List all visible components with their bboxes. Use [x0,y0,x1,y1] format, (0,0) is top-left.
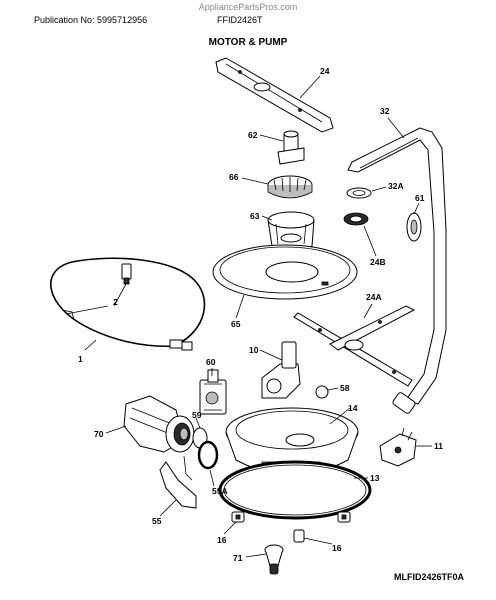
callout-24: 24 [320,66,330,76]
watermark-text: AppliancePartsPros.com [198,2,298,12]
callout-24a: 24A [366,292,382,302]
model-number: FFID2426T [217,15,263,25]
callout-24b: 24B [370,257,386,267]
callout-2: 2 [113,297,118,307]
callout-60: 60 [206,357,216,367]
part-70-wash-motor[interactable] [123,395,195,453]
callout-70: 70 [94,429,104,439]
part-60-diverter-motor[interactable] [199,369,227,415]
callout-71: 71 [233,553,243,563]
part-1-wire-harness[interactable] [49,257,206,351]
part-24b-nut[interactable] [343,212,369,226]
part-13-gasket[interactable] [218,460,372,520]
callout-59: 59 [192,410,202,420]
part-58-ball[interactable] [315,385,329,399]
callout-59a: 59A [212,486,228,496]
part-10-diverter[interactable] [261,341,301,399]
part-16-clip-left[interactable] [231,511,245,523]
callout-58: 58 [340,383,350,393]
part-24a-lower-spray-arm[interactable] [293,305,416,387]
callout-61: 61 [415,193,425,203]
callout-65: 65 [231,319,241,329]
part-55-motor-bracket[interactable] [159,455,197,509]
callout-10: 10 [249,345,259,355]
callout-16-right: 16 [332,543,342,553]
part-59a-o-ring[interactable] [197,440,219,470]
part-63-filter-housing[interactable] [267,211,315,252]
callout-14: 14 [348,403,358,413]
diagram-code: MLFID2426TF0A [394,572,465,582]
callout-63: 63 [250,211,260,221]
callout-32: 32 [380,106,390,116]
callout-66: 66 [229,172,239,182]
part-11-sensor[interactable] [379,427,417,467]
callout-32a: 32A [388,181,404,191]
callout-1: 1 [78,354,83,364]
part-65-filter-plate[interactable] [212,244,358,300]
part-32-supply-tube[interactable] [347,127,447,414]
part-62-nozzle[interactable] [277,130,305,165]
part-24-upper-spray-arm[interactable] [215,57,334,133]
callout-11: 11 [434,441,443,451]
callout-62: 62 [248,130,258,140]
part-66-filter-cap[interactable] [267,175,313,199]
callout-16-left: 16 [217,535,227,545]
part-61-bearing[interactable] [406,212,422,242]
callout-55: 55 [152,516,162,526]
callout-13: 13 [370,473,380,483]
part-71-drain-valve[interactable] [264,544,284,575]
part-16-clip-right[interactable] [337,511,351,523]
part-32a-seal[interactable] [346,187,372,199]
publication-number: Publication No: 5995712956 [34,15,148,25]
part-16-clip-bottom[interactable] [293,529,305,543]
diagram-title: MOTOR & PUMP [208,37,288,48]
